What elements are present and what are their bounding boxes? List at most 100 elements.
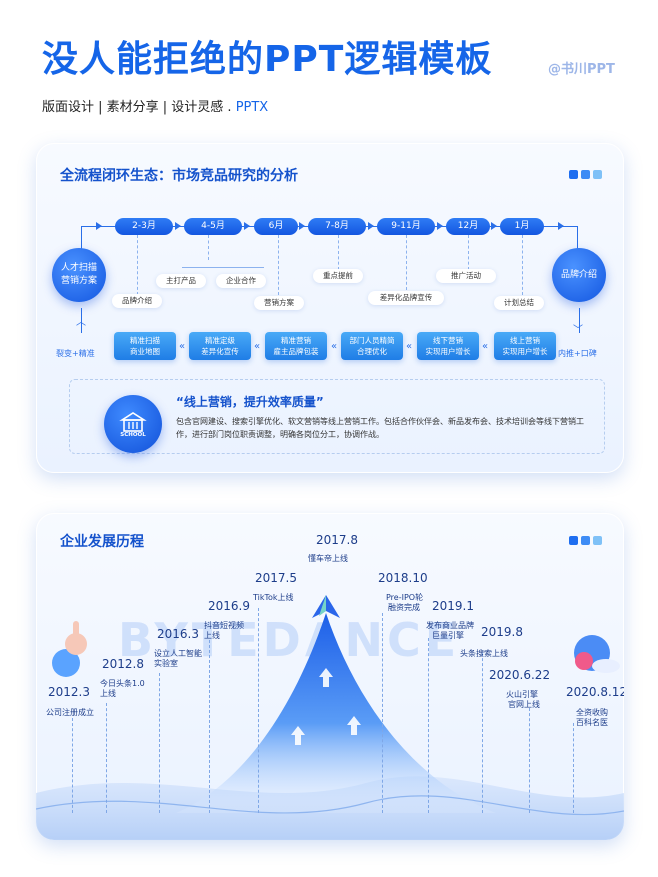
connector <box>406 235 407 290</box>
connector <box>137 235 138 295</box>
quote-text: 包含官网建设、搜索引擎优化、软文营销等线上营销工作。包括合作伙伴会、新品发布会、… <box>176 417 584 439</box>
stage-box: 部门人员精简合理优化 <box>341 332 403 360</box>
month-pill: 2-3月 <box>115 218 173 235</box>
stage-line: 差异化宣传 <box>201 347 239 356</box>
month-pill: 7-8月 <box>308 218 366 235</box>
milestone-event: 巨量引擎 <box>432 631 464 640</box>
school-icon: SCHOOL <box>104 395 162 453</box>
arrow-icon <box>96 222 102 230</box>
stage-line: 精准定级 <box>205 336 235 345</box>
arrow-icon <box>558 222 564 230</box>
milestone-event: 头条搜索上线 <box>460 649 508 658</box>
bytedance-watermark: BYTEDANCE <box>118 613 461 667</box>
circle-line: 营销方案 <box>60 276 97 286</box>
quote-title: “线上营销，提升效率质量” <box>176 395 324 409</box>
note-label: 差异化品牌宣传 <box>368 291 444 305</box>
timeline-line <box>258 608 259 813</box>
month-pill: 12月 <box>446 218 490 235</box>
connector <box>338 235 339 270</box>
process-card: 全流程闭环生态：市场竞品研究的分析 2-3月 4-5月 6月 7-8月 9-11… <box>36 143 624 473</box>
stage-box: 精准扫描商业地图 <box>114 332 176 360</box>
timeline-line <box>573 723 574 813</box>
connector <box>278 235 279 295</box>
milestone-event: 全资收购 <box>576 708 608 717</box>
decor-squares <box>569 536 602 545</box>
circle-line: 人才扫描 <box>60 263 97 273</box>
stage-line: 合理优化 <box>357 347 387 356</box>
arrow-icon <box>299 222 305 230</box>
timeline-line <box>482 653 483 813</box>
stage-box: 精准营销雇主品牌包装 <box>265 332 327 360</box>
note-label: 推广活动 <box>436 269 496 283</box>
history-card-title: 企业发展历程 <box>60 534 144 550</box>
timeline-line <box>72 718 73 813</box>
stage-box: 精准定级差异化宣传 <box>189 332 251 360</box>
month-pill: 1月 <box>500 218 544 235</box>
milestone-event: 发布商业品牌 <box>426 621 474 630</box>
stage-box: 线上营销实现用户增长 <box>494 332 556 360</box>
milestone-event: 上线 <box>204 631 220 640</box>
milestone-year: 2012.3 <box>48 685 90 699</box>
milestone-year: 2020.8.12 <box>566 685 624 699</box>
chevron-up-icon: ︿ <box>76 317 86 328</box>
milestone-event: 懂车帝上线 <box>308 554 348 563</box>
subtitle: 版面设计 | 素材分享 | 设计灵感 . PPTX <box>42 96 268 115</box>
growth-mountain <box>36 595 624 840</box>
stage-line: 精准营销 <box>281 336 311 345</box>
note-label: 品牌介绍 <box>112 294 162 308</box>
milestone-year: 2016.3 <box>157 627 199 641</box>
milestone-event: 百科名医 <box>576 718 608 727</box>
milestone-year: 2019.1 <box>432 599 474 613</box>
milestone-year: 2016.9 <box>208 599 250 613</box>
milestone-event: TikTok上线 <box>253 593 294 602</box>
stage-line: 雇主品牌包装 <box>273 347 319 356</box>
chevron-left-icon: « <box>406 341 413 352</box>
milestone-event: 抖音短视频 <box>204 621 244 630</box>
milestone-event: 融资完成 <box>388 603 420 612</box>
right-route-up <box>579 308 580 333</box>
milestone-event: 设立人工智能 <box>154 649 202 658</box>
milestone-year: 2012.8 <box>102 657 144 671</box>
chevron-left-icon: « <box>254 341 261 352</box>
note-label: 重点提前 <box>313 269 363 283</box>
milestone-year: 2020.6.22 <box>489 668 551 682</box>
chevron-left-icon: « <box>179 341 186 352</box>
arrow-icon <box>437 222 443 230</box>
decor-squares <box>569 170 602 179</box>
school-label: SCHOOL <box>120 432 146 438</box>
month-pill: 4-5月 <box>184 218 242 235</box>
stage-line: 精准扫描 <box>130 336 160 345</box>
milestone-year: 2017.8 <box>316 533 358 547</box>
chevron-left-icon: « <box>482 341 489 352</box>
milestone-event: Pre-IPO轮 <box>386 593 424 602</box>
connector <box>208 235 209 260</box>
note-label: 营销方案 <box>254 296 304 310</box>
page-title: 没人能拒绝的PPT逻辑模板 <box>42 39 493 80</box>
milestone-event: 公司注册成立 <box>46 708 94 717</box>
month-pill: 6月 <box>254 218 298 235</box>
milestone-event: 今日头条1.0 <box>100 679 145 688</box>
timeline-line <box>382 613 383 813</box>
subtitle-accent: PPTX <box>235 100 269 115</box>
stage-box: 线下营销实现用户增长 <box>417 332 479 360</box>
milestone-year: 2019.8 <box>481 625 523 639</box>
school-building-icon <box>119 412 147 432</box>
timeline-line <box>428 638 429 813</box>
milestone-event: 上线 <box>100 689 116 698</box>
brand-intro-circle: 品牌介绍 <box>552 248 606 302</box>
history-card: 企业发展历程 BYTEDANCE <box>36 513 624 840</box>
brand-tag: @书川PPT <box>548 62 615 77</box>
milestone-event: 官网上线 <box>508 700 540 709</box>
stage-line: 部门人员精简 <box>349 336 395 345</box>
timeline-line <box>159 673 160 813</box>
timeline-line <box>209 640 210 813</box>
left-route-label: 裂变+精准 <box>56 349 95 358</box>
left-route-down <box>81 226 82 256</box>
stage-line: 线上营销 <box>510 336 540 345</box>
stage-line: 实现用户增长 <box>425 347 471 356</box>
connector <box>522 235 523 295</box>
note-label: 计划总结 <box>494 296 544 310</box>
arrow-icon <box>368 222 374 230</box>
milestone-year: 2017.5 <box>255 571 297 585</box>
chevron-down-icon: ﹀ <box>573 325 583 336</box>
